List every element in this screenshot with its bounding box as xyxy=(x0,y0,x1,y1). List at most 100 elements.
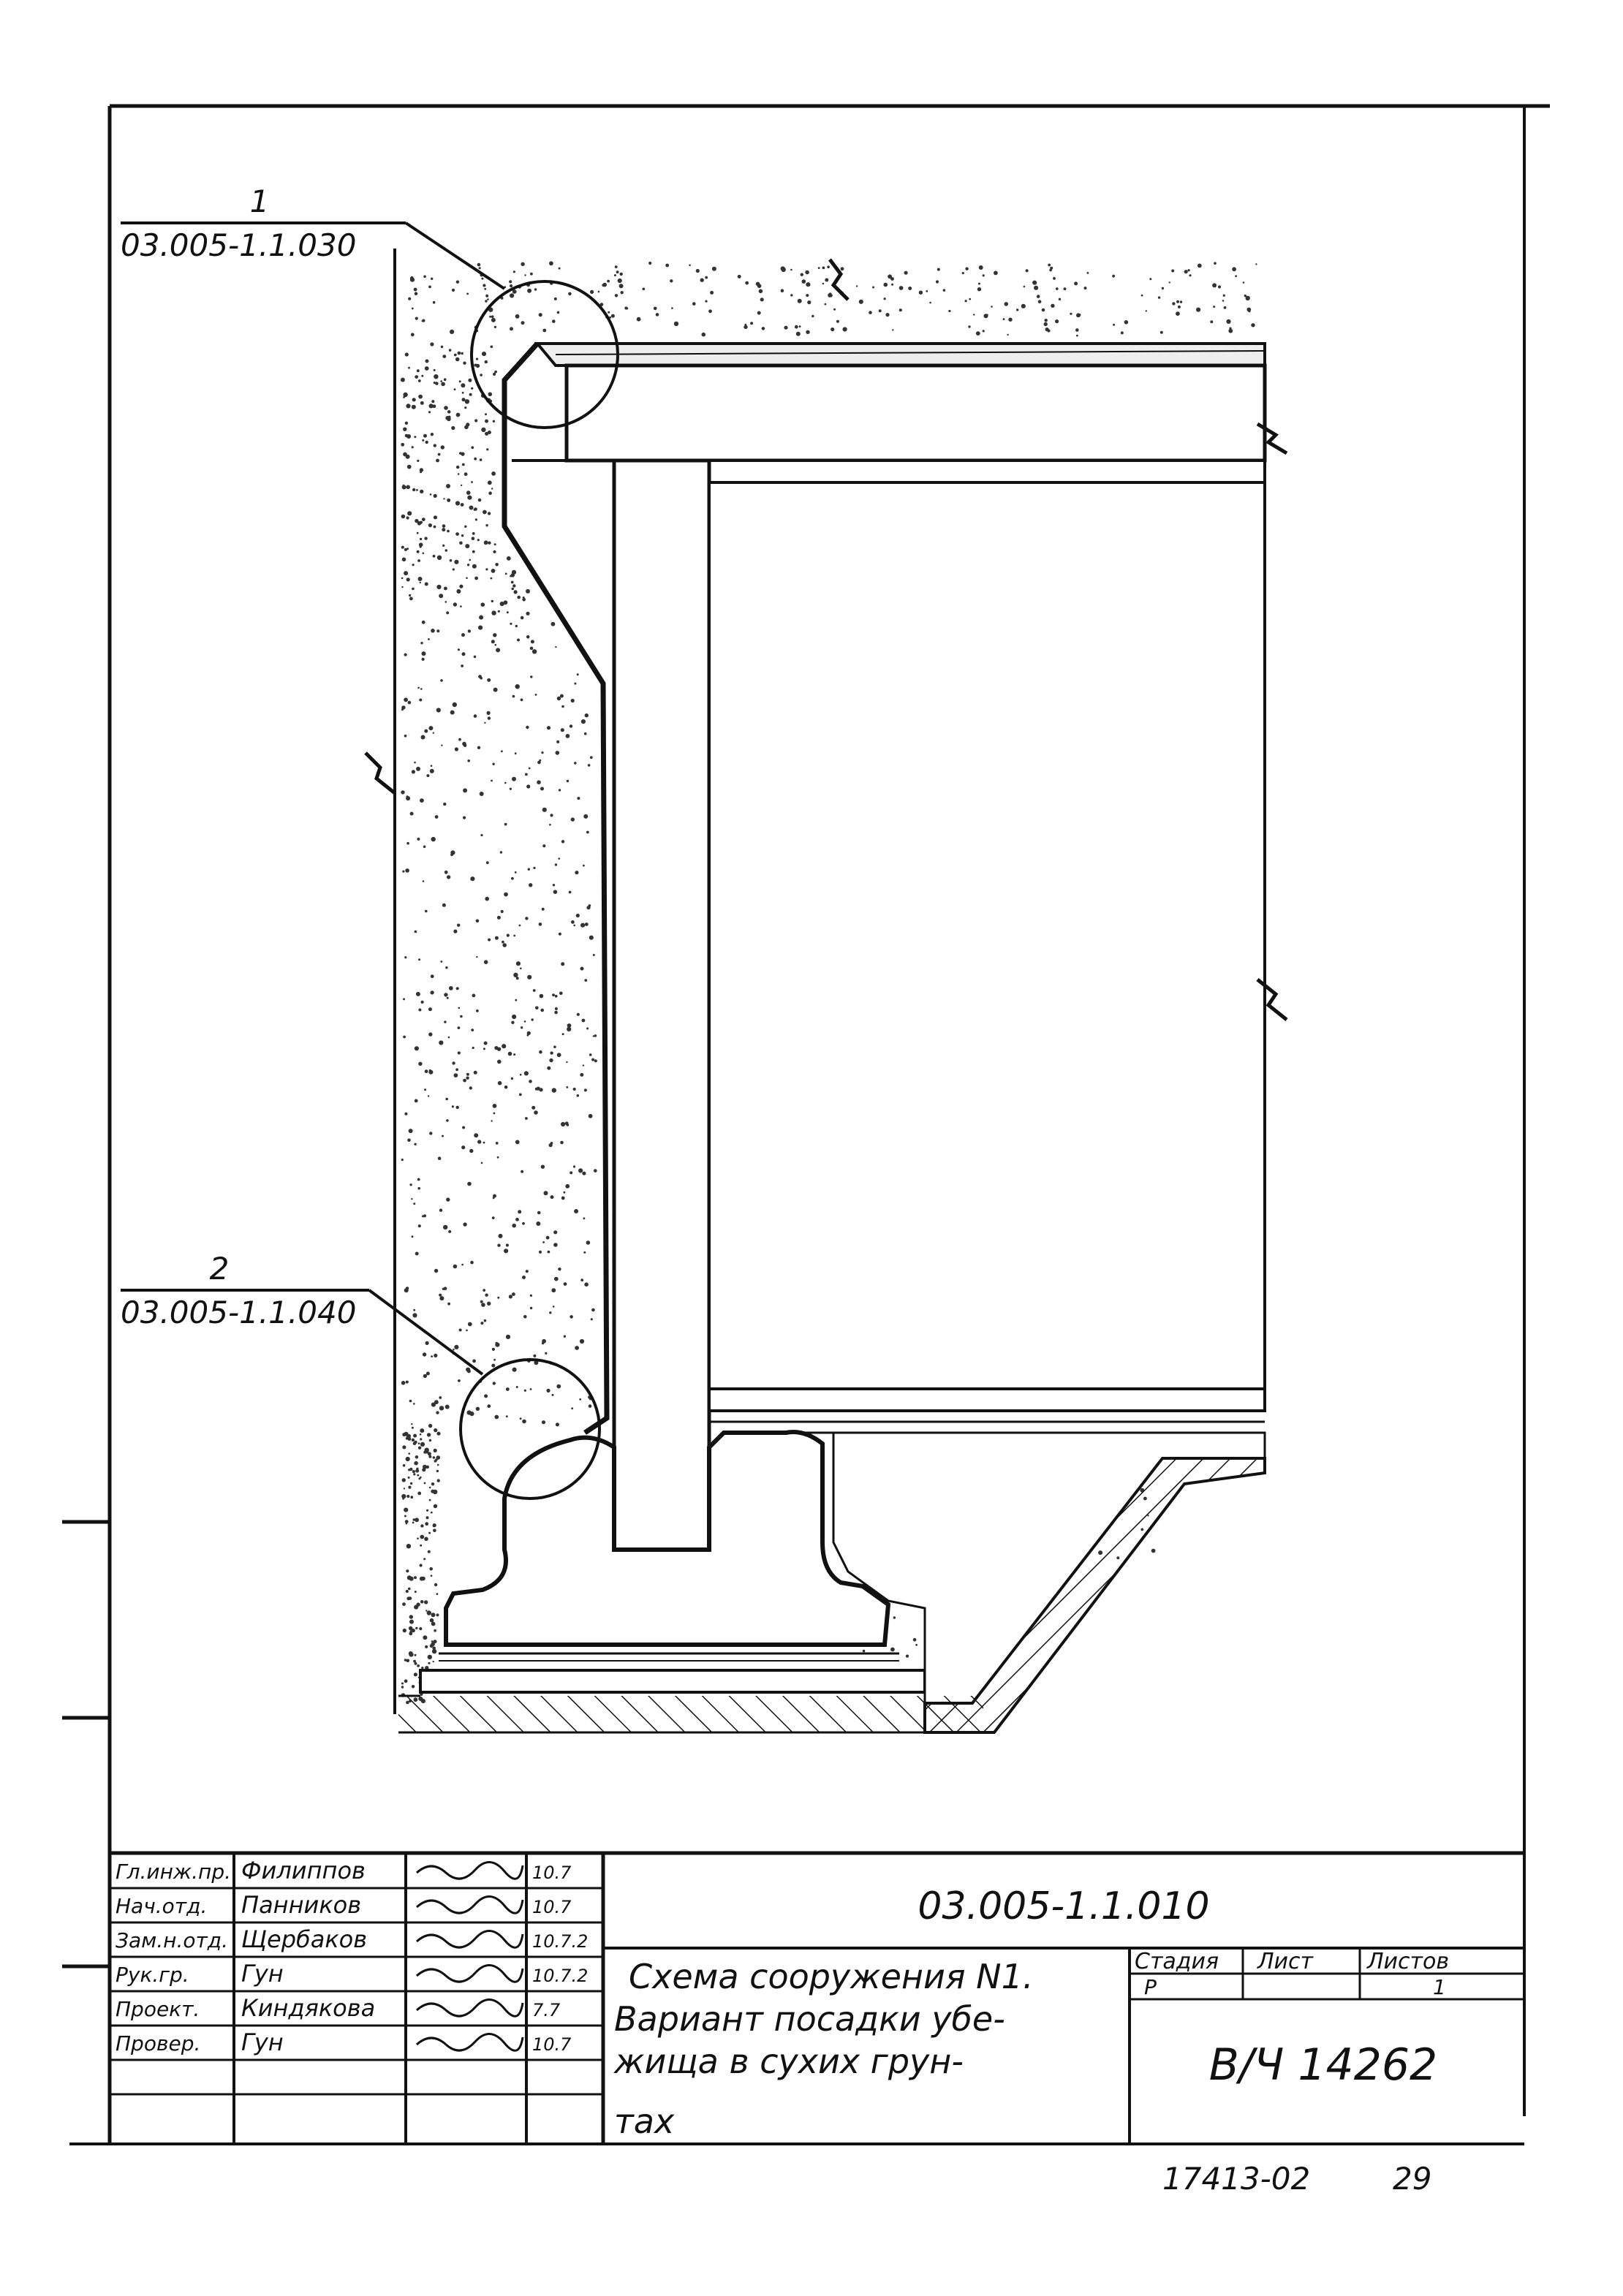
soil-speckle xyxy=(1242,281,1245,284)
soil-speckle xyxy=(589,935,594,940)
soil-speckle xyxy=(429,768,434,773)
soil-speckle xyxy=(805,270,809,275)
soil-speckle xyxy=(576,673,579,676)
soil-speckle xyxy=(464,406,467,409)
soil-speckle xyxy=(511,587,514,591)
soil-speckle xyxy=(523,1020,526,1023)
soil-speckle xyxy=(556,740,560,744)
soil-speckle xyxy=(417,1446,422,1450)
signature-scribble xyxy=(415,1998,524,2017)
soil-speckle xyxy=(487,512,491,515)
soil-speckle xyxy=(406,434,412,439)
soil-speckle xyxy=(433,515,438,520)
soil-speckle xyxy=(412,1313,417,1318)
soil-speckle xyxy=(424,1069,428,1074)
soil-speckle xyxy=(969,298,972,300)
soil-speckle xyxy=(406,1659,410,1663)
soil-speckle xyxy=(575,913,580,918)
soil-speckle xyxy=(744,325,748,330)
soil-speckle xyxy=(590,1318,593,1321)
soil-speckle xyxy=(467,1322,472,1327)
soil-speckle xyxy=(403,998,405,1001)
soil-speckle xyxy=(439,594,444,599)
soil-speckle xyxy=(473,508,476,511)
soil-speckle xyxy=(479,615,484,620)
soil-speckle xyxy=(1177,305,1181,308)
soil-speckle xyxy=(535,1006,539,1010)
soil-speckle xyxy=(858,299,863,304)
soil-speckle xyxy=(584,1282,589,1287)
soil-speckle xyxy=(493,325,497,328)
soil-speckle xyxy=(558,789,561,792)
soil-speckle xyxy=(1063,287,1067,291)
soil-speckle xyxy=(425,1645,428,1648)
soil-speckle xyxy=(1189,274,1192,277)
soil-speckle xyxy=(444,993,448,997)
soil-speckle xyxy=(419,698,423,702)
soil-speckle xyxy=(526,725,529,730)
soil-speckle xyxy=(425,1341,429,1345)
detail-circle-2 xyxy=(459,1358,601,1500)
soil-speckle xyxy=(436,1593,439,1596)
soil-speckle xyxy=(700,278,704,282)
soil-speckle xyxy=(457,1051,461,1055)
soil-speckle xyxy=(542,1338,546,1344)
soil-speckle xyxy=(493,550,496,554)
soil-speckle xyxy=(499,851,503,854)
soil-speckle xyxy=(409,1399,412,1403)
soil-speckle xyxy=(494,1414,499,1420)
soil-speckle xyxy=(424,1537,428,1542)
soil-speckle xyxy=(446,1197,450,1202)
soil-speckle xyxy=(485,413,487,416)
soil-speckle xyxy=(420,520,423,524)
soil-speckle xyxy=(817,267,820,269)
soil-speckle xyxy=(424,582,428,586)
soil-speckle xyxy=(1053,277,1056,280)
soil-speckle xyxy=(504,892,508,897)
soil-speckle xyxy=(586,830,589,834)
soil-speckle xyxy=(559,991,563,996)
soil-speckle xyxy=(569,724,573,728)
soil-speckle xyxy=(552,319,556,323)
soil-speckle xyxy=(417,1474,420,1477)
soil-speckle xyxy=(1041,308,1045,312)
soil-speckle xyxy=(515,961,521,966)
soil-speckle xyxy=(510,580,514,584)
soil-speckle xyxy=(570,698,575,703)
soil-speckle xyxy=(434,1629,436,1632)
soil-speckle xyxy=(618,284,624,289)
soil-speckle xyxy=(504,1249,509,1254)
soil-speckle xyxy=(403,427,407,431)
soil-speckle xyxy=(549,823,551,826)
soil-speckle xyxy=(1058,298,1062,300)
soil-speckle xyxy=(413,1659,416,1663)
soil-speckle xyxy=(420,1438,423,1441)
soil-speckle xyxy=(692,302,696,306)
soil-speckle xyxy=(456,465,460,469)
soil-speckle xyxy=(422,880,425,882)
soil-speckle xyxy=(555,751,560,755)
soil-speckle xyxy=(537,780,541,784)
soil-speckle xyxy=(413,1433,417,1438)
soil-speckle xyxy=(433,1504,437,1509)
soil-speckle xyxy=(991,306,993,308)
soil-speckle xyxy=(1056,287,1059,290)
soil-speckle xyxy=(594,1169,597,1172)
soil-speckle xyxy=(541,1420,546,1425)
soil-speckle xyxy=(493,543,496,546)
soil-speckle xyxy=(1229,327,1232,330)
soil-speckle xyxy=(463,743,467,747)
soil-speckle xyxy=(455,1068,458,1072)
soil-speckle xyxy=(436,1455,441,1460)
soil-speckle xyxy=(915,1643,918,1646)
soil-speckle xyxy=(1214,262,1217,265)
soil-speckle xyxy=(416,1467,419,1471)
soil-speckle xyxy=(469,558,472,561)
soil-speckle xyxy=(425,1522,429,1526)
soil-speckle xyxy=(432,404,436,409)
soil-speckle xyxy=(568,890,572,894)
soil-speckle xyxy=(442,524,446,528)
page-number: 29 xyxy=(1393,2161,1431,2197)
soil-speckle xyxy=(1076,313,1081,318)
soil-speckle xyxy=(496,915,501,920)
